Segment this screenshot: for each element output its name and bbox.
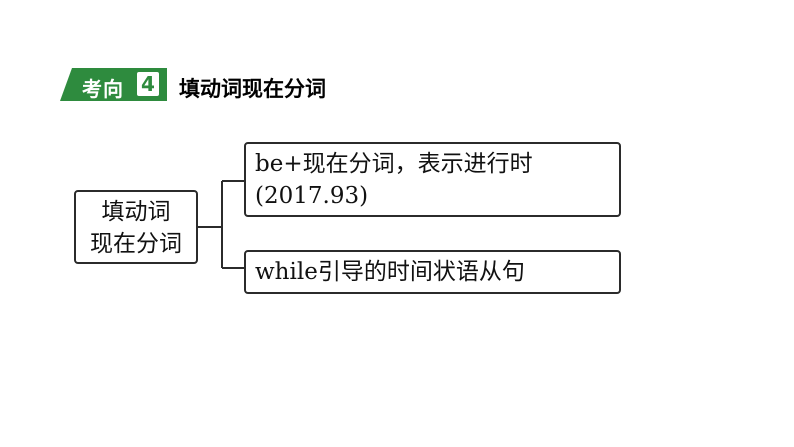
connector-lines: [198, 180, 244, 269]
branch-2-line-1: while引导的时间状语从句: [255, 259, 525, 285]
branch-1-line-1: be+现在分词，表示进行时: [255, 151, 533, 177]
branch-1-line-2: (2017.93): [255, 183, 369, 209]
section-tag: 考向 4: [60, 68, 167, 101]
root-line-1: 填动词: [101, 199, 171, 225]
tag-number: 4: [137, 72, 159, 96]
tag-label: 考向: [82, 77, 124, 101]
branch-node-2: while引导的时间状语从句: [244, 250, 621, 294]
root-line-2: 现在分词: [90, 231, 182, 257]
section-title: 填动词现在分词: [179, 77, 326, 101]
root-node: 填动词 现在分词: [74, 190, 198, 264]
branch-node-1: be+现在分词，表示进行时 (2017.93): [244, 142, 621, 217]
